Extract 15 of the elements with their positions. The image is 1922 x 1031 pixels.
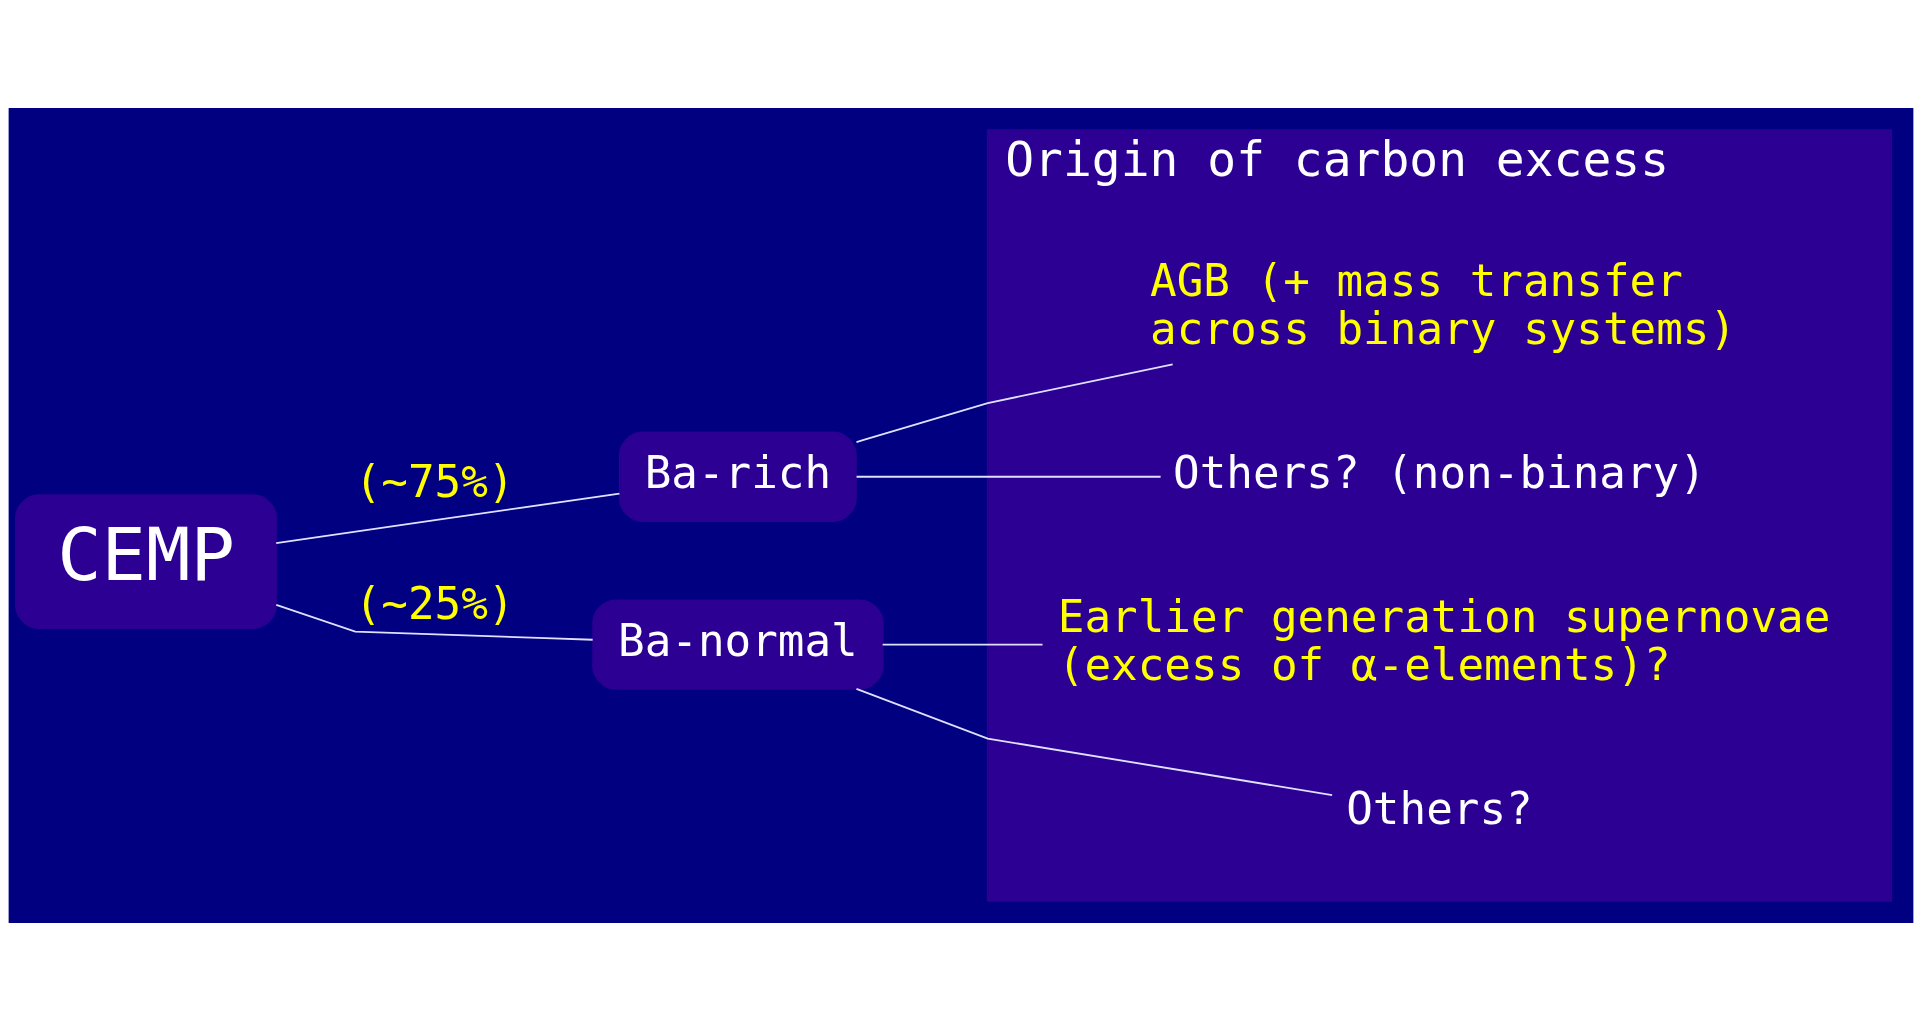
connector [855, 687, 1334, 796]
node-text: AGB (+ mass transfer across binary systems) [1150, 255, 1737, 355]
node-text: Others? [1346, 782, 1533, 834]
connector [275, 492, 621, 544]
connector [855, 363, 1174, 443]
node-box: CEMP [15, 494, 277, 629]
node-text: Earlier generation supernovae (excess of α-elements)? [1057, 591, 1831, 690]
node-box: Ba-rich [618, 431, 857, 522]
edge-label: (~25%) [354, 578, 515, 630]
connector [275, 604, 594, 641]
node-text: Others? (non-binary) [1173, 447, 1706, 499]
node-box: Ba-normal [592, 599, 884, 690]
edge-label: (~75%) [354, 456, 515, 508]
connector [855, 475, 1162, 478]
connector [881, 643, 1044, 646]
